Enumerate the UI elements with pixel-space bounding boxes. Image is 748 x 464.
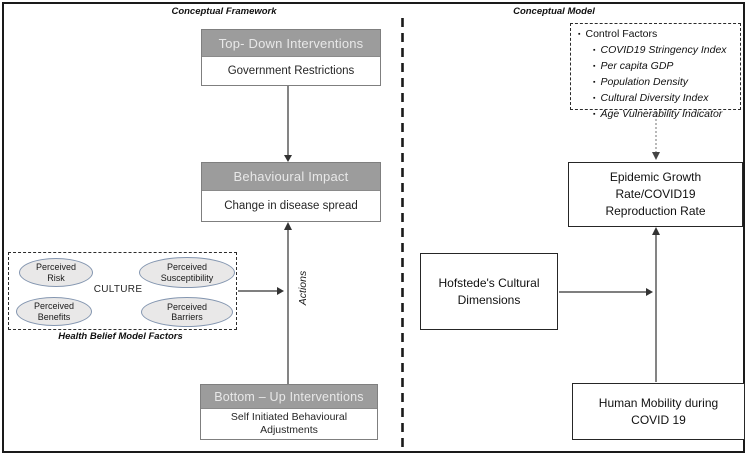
human-mobility-box: Human Mobility during COVID 19 [572,383,745,440]
behavioural-impact-box: Behavioural Impact Change in disease spr… [201,162,381,222]
control-factor-label: Cultural Diversity Index [600,92,709,104]
control-factors-box: ▪ Control Factors ▪ COVID19 Stringency I… [570,23,741,120]
outer-border [2,2,745,453]
control-factor-item: ▪ COVID19 Stringency Index [578,43,738,59]
epidemic-growth-rate-box: Epidemic Growth Rate/COVID19 Reproductio… [568,162,743,227]
bullet-icon: ▪ [578,31,581,38]
control-factor-item: ▪ Cultural Diversity Index [578,91,738,107]
control-factor-label: Population Density [600,76,689,88]
control-factor-item: ▪ Population Density [578,75,738,91]
model-title: Conceptual Model [513,6,595,17]
control-factor-label: Per capita GDP [600,60,674,72]
control-factor-label: COVID19 Stringency Index [600,44,727,56]
control-factor-item: ▪ Age Vulnerability Indicator [578,107,738,123]
health-belief-model-caption: Health Belief Model Factors [58,331,183,342]
top-down-interventions-box: Top- Down Interventions Government Restr… [201,29,381,86]
behavioural-impact-header: Behavioural Impact [202,163,380,191]
hofstede-cultural-dimensions-box: Hofstede's Cultural Dimensions [420,253,558,330]
government-restrictions-label: Government Restrictions [227,65,355,77]
actions-label: Actions [297,270,309,306]
control-factor-item: ▪ Per capita GDP [578,59,738,75]
bottom-up-header: Bottom – Up Interventions [201,385,377,409]
perceived-barriers-ellipse: Perceived Barriers [141,297,233,327]
bullet-icon: ▪ [593,47,596,54]
bullet-icon: ▪ [593,111,596,118]
control-factors-title-row: ▪ Control Factors [578,27,738,43]
perceived-risk-ellipse: Perceived Risk [19,258,93,287]
culture-label: CULTURE [93,284,143,295]
framework-title: Conceptual Framework [171,6,277,17]
control-factor-label: Age Vulnerability Indicator [600,108,723,120]
control-factors-title: Control Factors [585,28,658,40]
top-down-header: Top- Down Interventions [202,30,380,57]
bullet-icon: ▪ [593,79,596,86]
change-in-disease-spread-label: Change in disease spread [224,200,358,212]
self-initiated-adjustments-label: Self Initiated Behavioural Adjustments [230,411,348,436]
bullet-icon: ▪ [593,95,596,102]
perceived-benefits-ellipse: Perceived Benefits [16,297,92,326]
health-belief-model-box: Perceived Risk Perceived Susceptibility … [8,252,237,330]
bullet-icon: ▪ [593,63,596,70]
bottom-up-interventions-box: Bottom – Up Interventions Self Initiated… [200,384,378,440]
perceived-susceptibility-ellipse: Perceived Susceptibility [139,257,235,288]
